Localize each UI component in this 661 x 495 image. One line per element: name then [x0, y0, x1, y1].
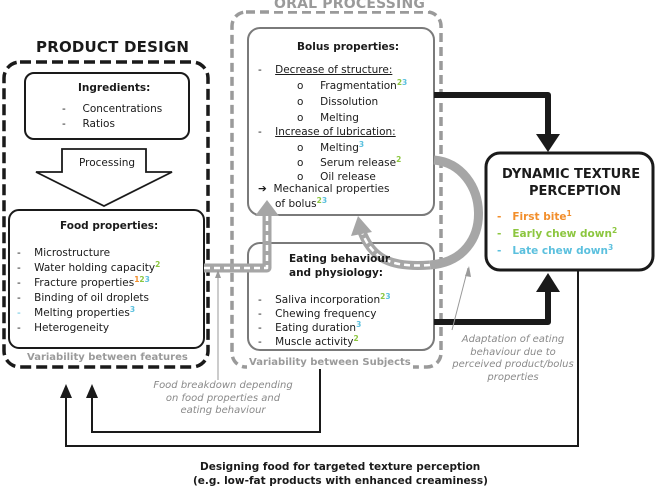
- list-item: - Chewing frequency: [258, 308, 377, 320]
- bolus-increase-heading: - Increase of lubrication:: [258, 126, 396, 138]
- bottom-caption-line2: (e.g. low-fat products with enhanced cre…: [193, 475, 488, 487]
- adaptation-note: Adaptation of eating behaviour due to pe…: [452, 334, 574, 383]
- list-item: o Serum release2: [297, 155, 402, 169]
- bolus-mechanical-line1: ➔ Mechanical properties: [258, 183, 390, 195]
- processing-label: Processing: [79, 157, 136, 169]
- food-properties-title: Food properties:: [60, 220, 159, 232]
- bolus-to-dynamic-arrow: [434, 92, 551, 136]
- product-design-frame: [2, 60, 210, 369]
- eating-title-line2: and physiology:: [289, 267, 384, 279]
- list-item: - Microstructure: [17, 247, 111, 259]
- product-design-variability: Variability between features: [27, 352, 188, 363]
- list-item: - Muscle activity2: [258, 334, 359, 348]
- food-to-bolus-arrow: [204, 200, 279, 273]
- ingredients-box: [24, 72, 190, 140]
- dynamic-item-late: - Late chew down3: [497, 243, 614, 257]
- list-item: o Oil release: [297, 171, 376, 183]
- list-item: - Saliva incorporation23: [258, 292, 391, 306]
- eating-to-dynamic-arrowhead: [536, 273, 560, 292]
- bolus-to-dynamic-arrowhead: [536, 134, 560, 152]
- list-item: - Melting properties3: [17, 305, 136, 319]
- list-item: - Eating duration3: [258, 320, 362, 334]
- list-item: o Melting3: [297, 140, 365, 154]
- bolus-properties-box: [247, 27, 435, 216]
- list-item: - Water holding capacity2: [17, 260, 161, 274]
- eating-behaviour-box: [247, 242, 435, 351]
- bolus-decrease-heading: - Decrease of structure:: [258, 64, 393, 76]
- dynamic-title-line2: PERCEPTION: [529, 184, 622, 199]
- list-item: o Dissolution: [297, 96, 379, 108]
- list-item: - Fracture properties123: [17, 275, 150, 289]
- outer-loop-arrow: [65, 270, 579, 447]
- bolus-mechanical-line2: of bolus23: [275, 196, 328, 210]
- dynamic-texture-box: [484, 151, 655, 272]
- ingredients-item: - Concentrations: [62, 103, 163, 115]
- food-properties-box: [8, 209, 205, 349]
- feedback-arrow: [351, 155, 483, 271]
- list-item: - Heterogeneity: [17, 322, 110, 334]
- eating-title-line1: Eating behaviour: [289, 253, 391, 265]
- processing-arrow: [35, 148, 173, 208]
- oral-processing-title: ORAL PROCESSING: [270, 0, 430, 11]
- eating-to-dynamic-arrow: [434, 290, 551, 325]
- oral-processing-frame: [230, 10, 443, 369]
- dynamic-item-first-bite: - First bite1: [497, 209, 572, 223]
- oral-processing-variability: Variability between Subjects: [247, 356, 413, 369]
- inner-loop-arrow: [91, 363, 321, 433]
- dynamic-item-early: - Early chew down2: [497, 226, 618, 240]
- product-design-title: PRODUCT DESIGN: [36, 38, 190, 56]
- dynamic-title-line1: DYNAMIC TEXTURE: [502, 167, 641, 182]
- list-item: - Binding of oil droplets: [17, 292, 150, 304]
- bolus-title: Bolus properties:: [297, 41, 400, 53]
- list-item: o Melting: [297, 112, 359, 124]
- ingredients-item: - Ratios: [62, 118, 115, 130]
- list-item: o Fragmentation23: [297, 78, 408, 92]
- bottom-caption-line1: Designing food for targeted texture perc…: [200, 461, 481, 473]
- ingredients-title: Ingredients:: [78, 82, 151, 94]
- food-breakdown-note: Food breakdown depending on food propert…: [153, 380, 293, 416]
- adaptation-pointer: [451, 267, 469, 331]
